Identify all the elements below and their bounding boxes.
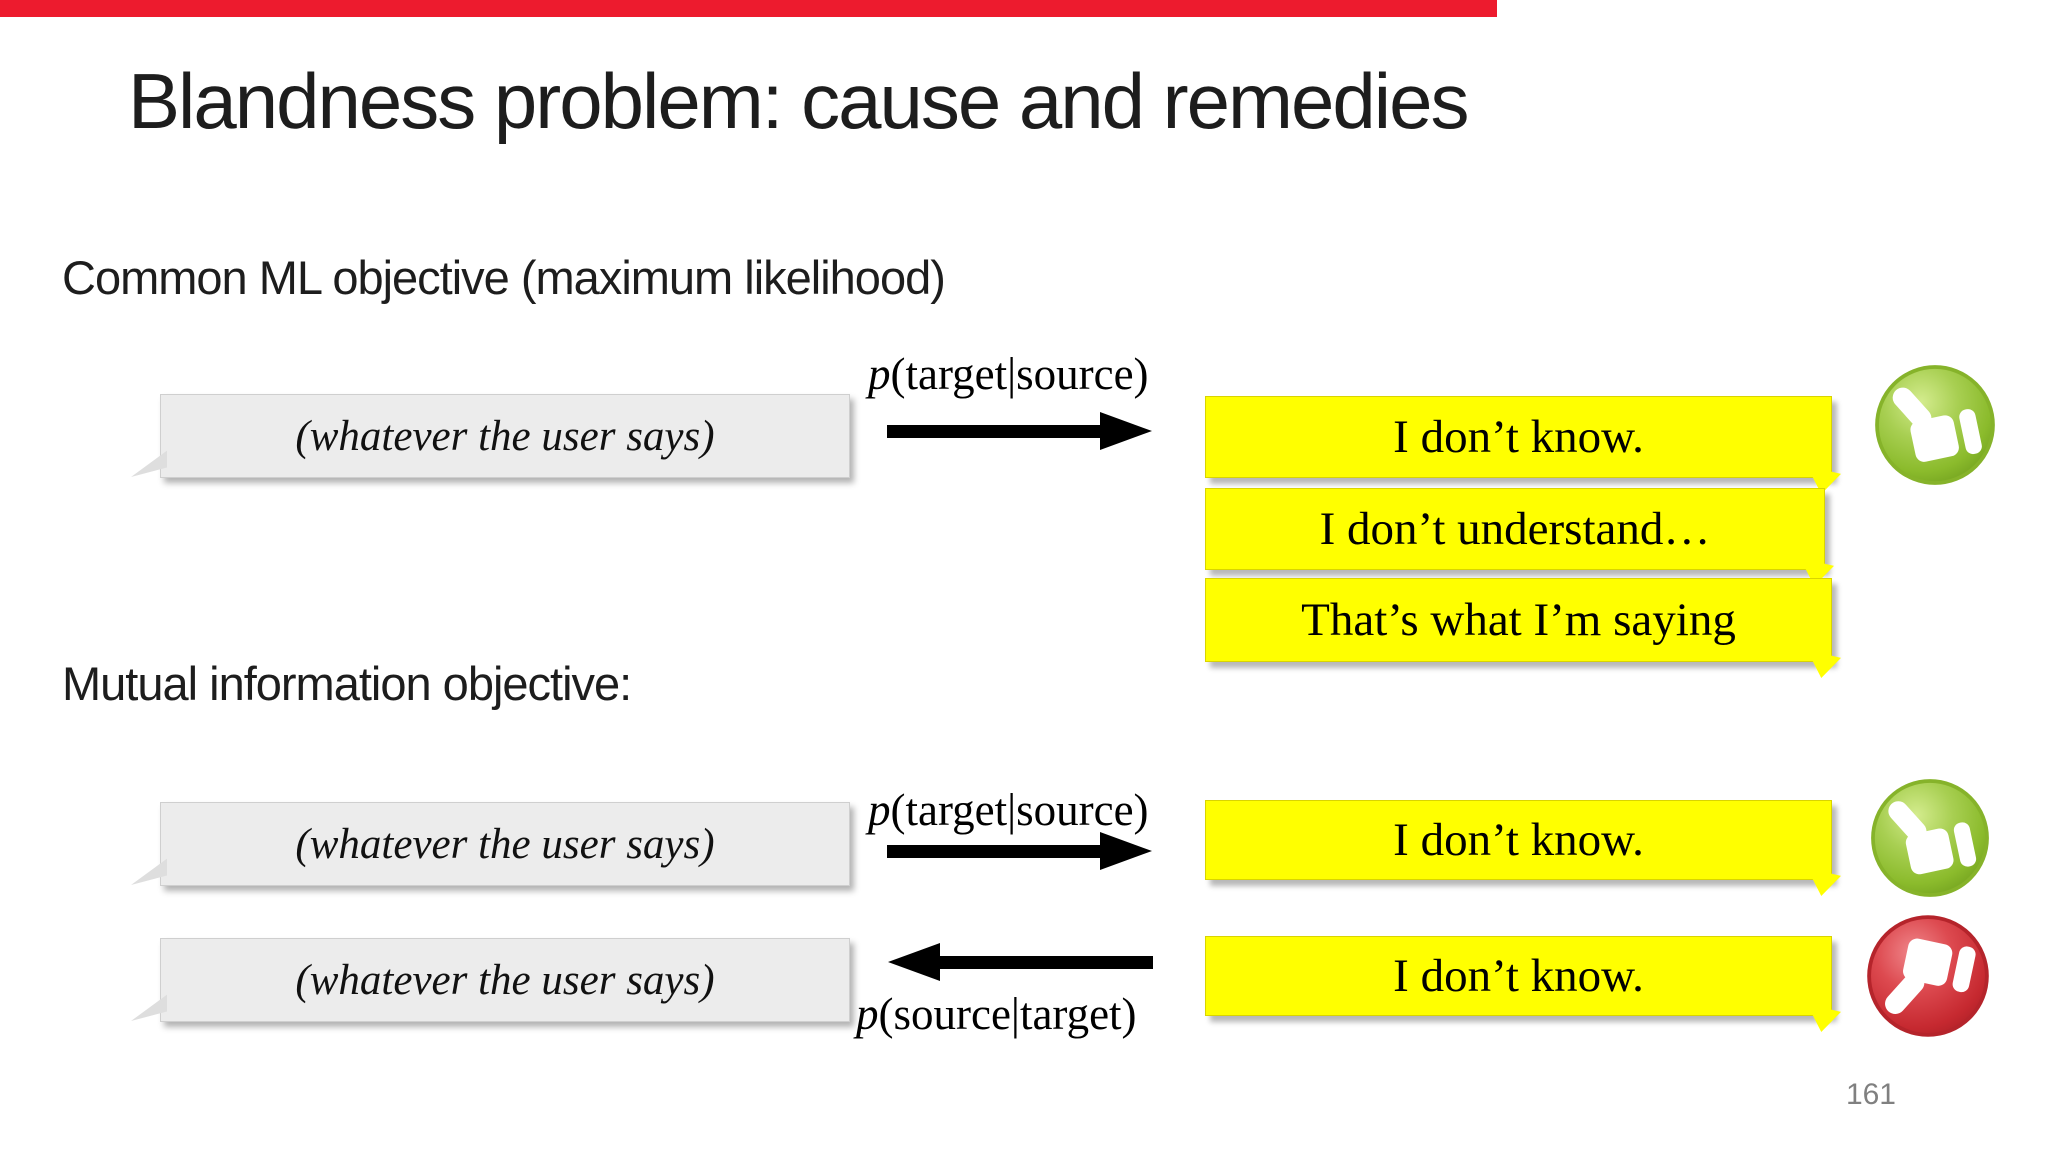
- backward-arrow-mutual: [888, 943, 1153, 981]
- arrow-shaft: [887, 845, 1102, 858]
- response-text: I don’t understand…: [1319, 503, 1711, 555]
- section-heading-common-ml: Common ML objective (maximum likelihood): [62, 251, 946, 304]
- response-bubble-mutual-backward: I don’t know.: [1205, 936, 1832, 1016]
- response-bubble-i-dont-understand: I don’t understand…: [1205, 488, 1825, 570]
- forward-arrow-common: [887, 412, 1152, 450]
- arrow-head: [1100, 832, 1152, 870]
- response-text: I don’t know.: [1393, 814, 1644, 866]
- thumbs-up-icon: [1875, 365, 1995, 485]
- arrow-shaft: [938, 956, 1153, 969]
- math-backward-args: (source|target): [878, 989, 1137, 1039]
- label-p-source-given-target: p(source|target): [856, 988, 1137, 1040]
- math-p-symbol: p: [856, 989, 879, 1039]
- response-bubble-i-dont-know: I don’t know.: [1205, 396, 1832, 478]
- user-bubble-common-text: (whatever the user says): [295, 412, 715, 460]
- user-bubble-forward-text: (whatever the user says): [295, 820, 715, 868]
- response-bubble-thats-what-im-saying: That’s what I’m saying: [1205, 578, 1832, 662]
- math-forward-args: (target|source): [890, 349, 1149, 399]
- arrow-head: [1100, 412, 1152, 450]
- response-text: That’s what I’m saying: [1301, 594, 1736, 646]
- thumbs-up-icon: [1871, 779, 1989, 897]
- math-forward-args: (target|source): [890, 785, 1149, 835]
- user-bubble-mutual-forward: (whatever the user says): [160, 802, 850, 886]
- slide-title: Blandness problem: cause and remedies: [128, 57, 1469, 145]
- arrow-shaft: [887, 425, 1102, 438]
- user-bubble-backward-text: (whatever the user says): [295, 956, 715, 1004]
- label-p-target-given-source-common: p(target|source): [868, 348, 1149, 400]
- accent-bar: [0, 0, 1497, 17]
- forward-arrow-mutual: [887, 832, 1152, 870]
- response-bubble-mutual-forward: I don’t know.: [1205, 800, 1832, 880]
- user-bubble-common: (whatever the user says): [160, 394, 850, 478]
- math-p-symbol: p: [868, 349, 891, 399]
- response-text: I don’t know.: [1393, 411, 1644, 463]
- user-bubble-mutual-backward: (whatever the user says): [160, 938, 850, 1022]
- thumbs-down-icon: [1867, 915, 1989, 1037]
- label-p-target-given-source-mutual: p(target|source): [868, 784, 1149, 836]
- response-text: I don’t know.: [1393, 950, 1644, 1002]
- section-heading-mutual-info: Mutual information objective:: [62, 657, 632, 710]
- arrow-head: [888, 943, 940, 981]
- math-p-symbol: p: [868, 785, 891, 835]
- page-number: 161: [1845, 1078, 1896, 1111]
